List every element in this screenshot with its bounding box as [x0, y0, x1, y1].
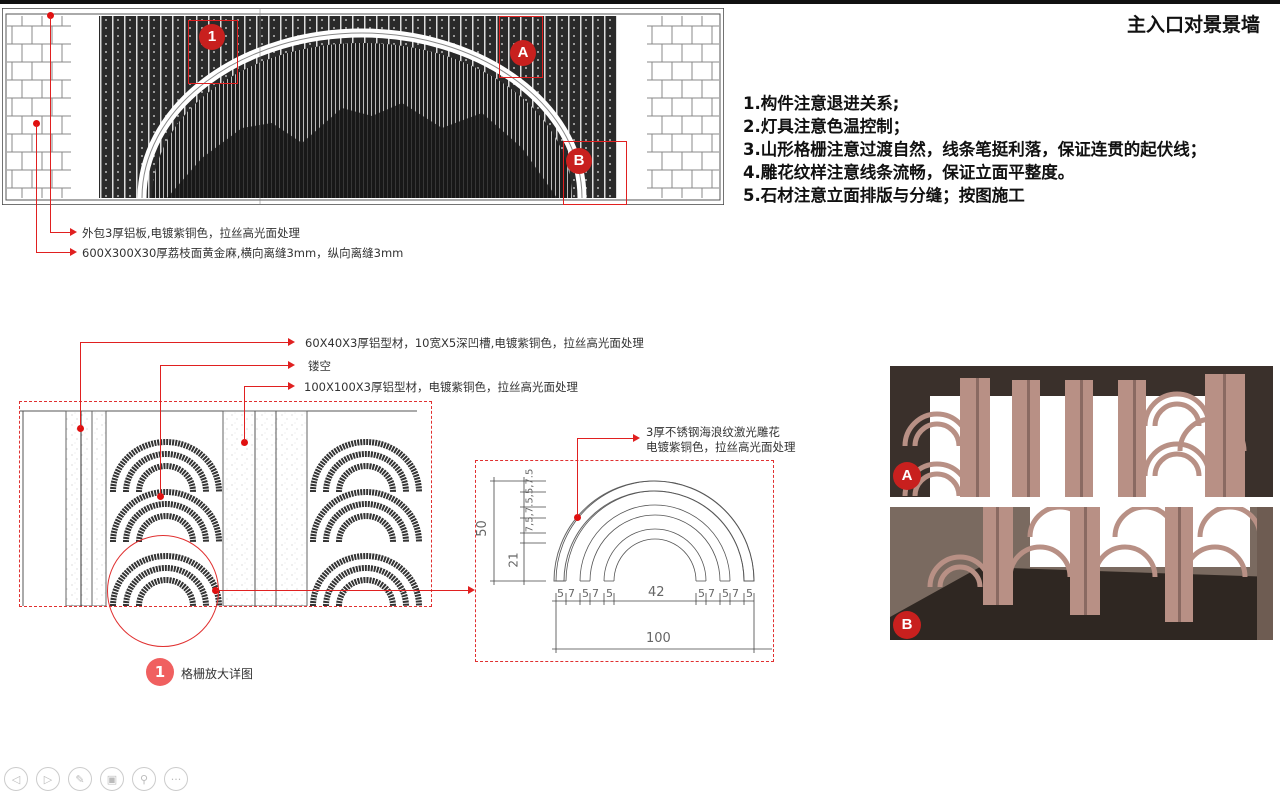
more-button[interactable]: ···	[164, 767, 188, 791]
label-laser-arc-line1: 3厚不锈钢海浪纹激光雕花	[646, 425, 780, 439]
note-5: 5.石材注意立面排版与分缝；按图施工	[743, 186, 1025, 205]
arrow-icon	[70, 228, 77, 236]
render-a: A	[890, 366, 1273, 497]
render-marker-a: A	[893, 462, 921, 490]
arrow-icon	[468, 586, 475, 594]
arrow-icon	[70, 248, 77, 256]
render-b-svg	[890, 507, 1273, 640]
arc-detail-frame	[475, 460, 774, 662]
leader-dot-aluminum	[33, 120, 40, 127]
slides-button[interactable]: ▣	[100, 767, 124, 791]
arrow-icon	[288, 338, 295, 346]
callout-box-b	[563, 141, 627, 205]
note-4: 4.雕花纹样注意线条流畅，保证立面平整度。	[743, 163, 1075, 182]
render-marker-b: B	[893, 611, 921, 639]
elevation-svg	[1, 7, 725, 206]
leader-dot-arc	[212, 587, 219, 594]
note-1: 1.构件注意退进关系;	[743, 94, 900, 113]
leader-dot-profile-100	[241, 439, 248, 446]
leader-dot-stone	[47, 12, 54, 19]
label-profile-100x100: 100X100X3厚铝型材，电镀紫铜色，拉丝高光面处理	[304, 380, 578, 394]
grille-detail-drawing	[20, 402, 430, 607]
render-a-svg	[902, 374, 1247, 497]
elevation-drawing: 1 A B	[1, 7, 725, 206]
callout-box-a	[499, 16, 543, 78]
arrow-left-icon: ◁	[11, 772, 21, 786]
leader-dot-hollow	[157, 493, 164, 500]
presentation-toolbar: ◁ ▷ ✎ ▣ ⚲ ···	[4, 767, 188, 791]
arrow-icon	[288, 382, 295, 390]
label-laser-arc-line2: 电镀紫铜色，拉丝高光面处理	[646, 440, 796, 454]
callout-box-1	[188, 20, 238, 84]
label-profile-60x40: 60X40X3厚铝型材，10宽X5深凹槽,电镀紫铜色，拉丝高光面处理	[305, 336, 644, 350]
marker-a: A	[510, 40, 536, 66]
slides-icon: ▣	[106, 772, 118, 786]
arrow-icon	[288, 361, 295, 369]
marker-b: B	[566, 148, 592, 174]
note-3: 3.山形格栅注意过渡自然，线条笔挺利落，保证连贯的起伏线；	[743, 140, 1207, 159]
leader-dot-profile-60	[77, 425, 84, 432]
design-notes: 1.构件注意退进关系; 2.灯具注意色温控制； 3.山形格栅注意过渡自然，线条笔…	[743, 92, 1206, 207]
detail-legend-badge: 1	[146, 658, 174, 686]
arrow-right-icon: ▷	[43, 772, 53, 786]
render-b: B	[890, 507, 1273, 640]
arrow-icon	[633, 434, 640, 442]
page-title: 主入口对景景墙	[1126, 14, 1260, 36]
dim-horizontal-row: 5 7 5 7 5 42 5 7 5 7 5	[557, 585, 753, 600]
next-slide-button[interactable]: ▷	[36, 767, 60, 791]
top-border	[0, 0, 1280, 4]
note-2: 2.灯具注意色温控制；	[743, 117, 910, 136]
more-icon: ···	[170, 772, 182, 786]
marker-1: 1	[199, 24, 225, 50]
arc-dimension-drawing: 50 21 7,5,7.5,5,7.5 5 7 5 7 5 42 5 7 5 7…	[474, 461, 774, 661]
pen-icon: ✎	[75, 772, 85, 786]
dim-vertical-stack: 7,5,7.5,5,7.5	[524, 468, 536, 533]
label-granite: 600X300X30厚荔枝面黄金麻,横向离缝3mm，纵向离缝3mm	[82, 246, 404, 260]
zoom-button[interactable]: ⚲	[132, 767, 156, 791]
detail-callout-circle	[107, 535, 219, 647]
prev-slide-button[interactable]: ◁	[4, 767, 28, 791]
grille-detail-svg	[20, 410, 422, 607]
magnifier-icon: ⚲	[139, 772, 149, 786]
leader-dot-laser-arc	[574, 514, 581, 521]
arc-svg	[490, 477, 774, 653]
dim-horizontal-total: 100	[646, 631, 671, 646]
dim-vertical-21: 21	[506, 552, 521, 568]
dim-vertical-total: 50	[474, 520, 490, 537]
pen-button[interactable]: ✎	[68, 767, 92, 791]
label-hollow: 镂空	[308, 359, 331, 373]
detail-frame	[19, 401, 432, 607]
detail-legend-text: 格栅放大详图	[181, 667, 254, 681]
label-aluminum-cladding: 外包3厚铝板,电镀紫铜色，拉丝高光面处理	[82, 226, 300, 240]
